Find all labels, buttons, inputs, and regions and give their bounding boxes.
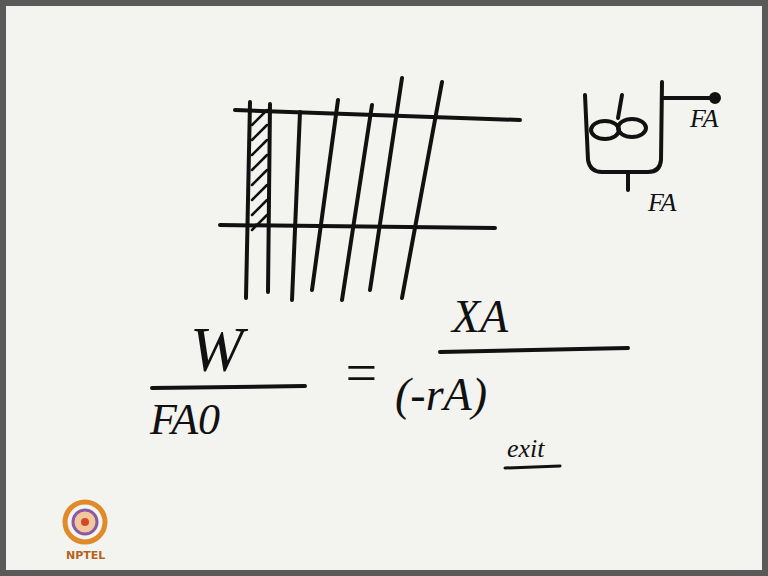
underline	[505, 466, 560, 468]
tank-wall	[585, 82, 662, 172]
subscript-note: exit	[507, 436, 545, 462]
paper-ground	[6, 6, 762, 570]
equation-term: FA0	[150, 398, 220, 442]
bed-wall	[220, 225, 495, 228]
equation-term: W	[190, 318, 243, 382]
fraction-bar	[440, 348, 628, 352]
logo-text: NPTEL	[66, 550, 105, 561]
slice-line	[268, 104, 270, 292]
equation-term: (-rA)	[395, 372, 487, 418]
slice-line	[312, 100, 338, 290]
bed-wall	[235, 110, 520, 120]
stirrer-blade	[591, 121, 619, 139]
equation-term: XA	[452, 294, 508, 340]
slice-line	[370, 78, 402, 290]
flow-label: FA	[690, 106, 718, 132]
slice-line	[246, 102, 250, 298]
nptel-logo	[65, 502, 105, 542]
flow-label: FA	[648, 190, 676, 216]
slice-line	[402, 82, 442, 298]
feed-line	[626, 172, 630, 190]
stirrer-blade	[618, 119, 646, 137]
slice-line	[342, 105, 372, 300]
outlet-line	[662, 96, 710, 100]
slice-hatch	[252, 110, 267, 230]
slice-line	[292, 112, 300, 300]
fraction-bar	[152, 386, 305, 388]
equation-sign: =	[342, 345, 380, 401]
outlet-dot	[711, 94, 719, 102]
stirrer-shaft	[618, 95, 622, 118]
